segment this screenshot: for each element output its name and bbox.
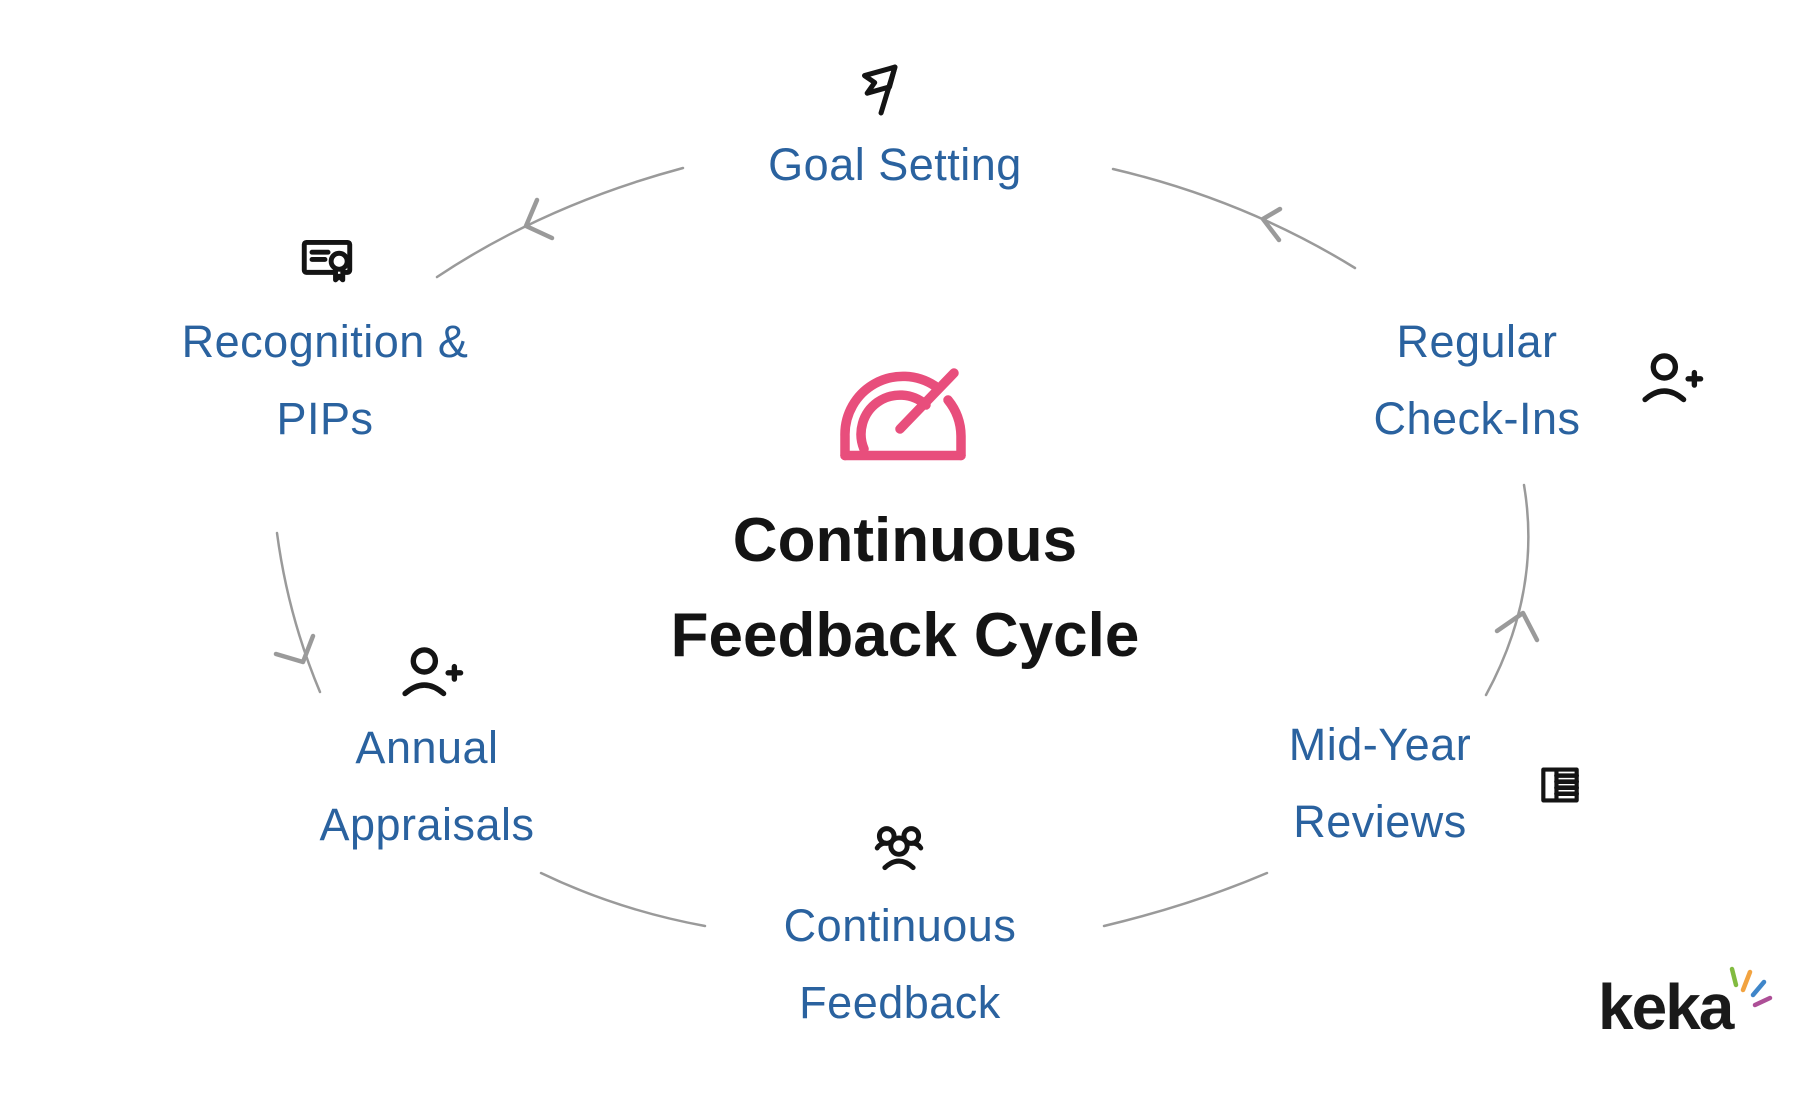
node-continuous-feedback: Continuous Feedback [784, 887, 1017, 1041]
arc-annual-to-feedback [539, 871, 707, 928]
arc-midyear-to-checkins [1484, 483, 1530, 697]
gauge-icon [840, 368, 966, 461]
diagram-title: Continuous Feedback Cycle [671, 493, 1140, 683]
people-group-icon [874, 826, 924, 871]
user-plus-icon [1642, 353, 1704, 403]
node-regular-check-ins: Regular Check-Ins [1373, 303, 1580, 457]
node-goal-setting: Goal Setting [768, 126, 1022, 203]
node-label-line: Goal Setting [768, 139, 1022, 190]
title-line-2: Feedback Cycle [670, 601, 1140, 670]
node-mid-year-reviews: Mid-Year Reviews [1289, 706, 1471, 860]
arc-feedback-to-midyear [1102, 871, 1269, 928]
user-plus-icon [402, 647, 464, 697]
node-annual-appraisals: Annual Appraisals [319, 709, 534, 863]
node-label-line: Appraisals [319, 799, 535, 850]
node-label-line: Mid-Year [1288, 719, 1472, 770]
node-label-line: Annual [355, 722, 499, 773]
arrowhead-left-side [273, 633, 316, 665]
arc-goal-to-recognition [435, 166, 685, 279]
title-line-1: Continuous [732, 506, 1078, 575]
arrowhead-right-top [1260, 206, 1283, 243]
arc-recognition-to-annual [275, 531, 322, 694]
node-recognition-pips: Recognition & PIPs [182, 303, 469, 457]
node-label-line: Regular [1396, 316, 1558, 367]
table-icon [1541, 767, 1579, 803]
node-label-line: Recognition & [181, 316, 469, 367]
arrowhead-right-side [1494, 610, 1540, 643]
keka-logo-sparks-icon [1729, 966, 1773, 1008]
node-label-line: Check-Ins [1373, 393, 1581, 444]
certificate-icon [301, 239, 353, 283]
arrowhead-left-top [523, 197, 555, 241]
keka-logo: keka [1598, 971, 1734, 1043]
arc-checkins-to-goal [1111, 167, 1357, 270]
node-label-line: Feedback [799, 977, 1001, 1028]
node-label-line: Continuous [783, 900, 1017, 951]
node-label-line: PIPs [276, 393, 374, 444]
node-label-line: Reviews [1293, 796, 1467, 847]
flag-icon [862, 64, 898, 116]
